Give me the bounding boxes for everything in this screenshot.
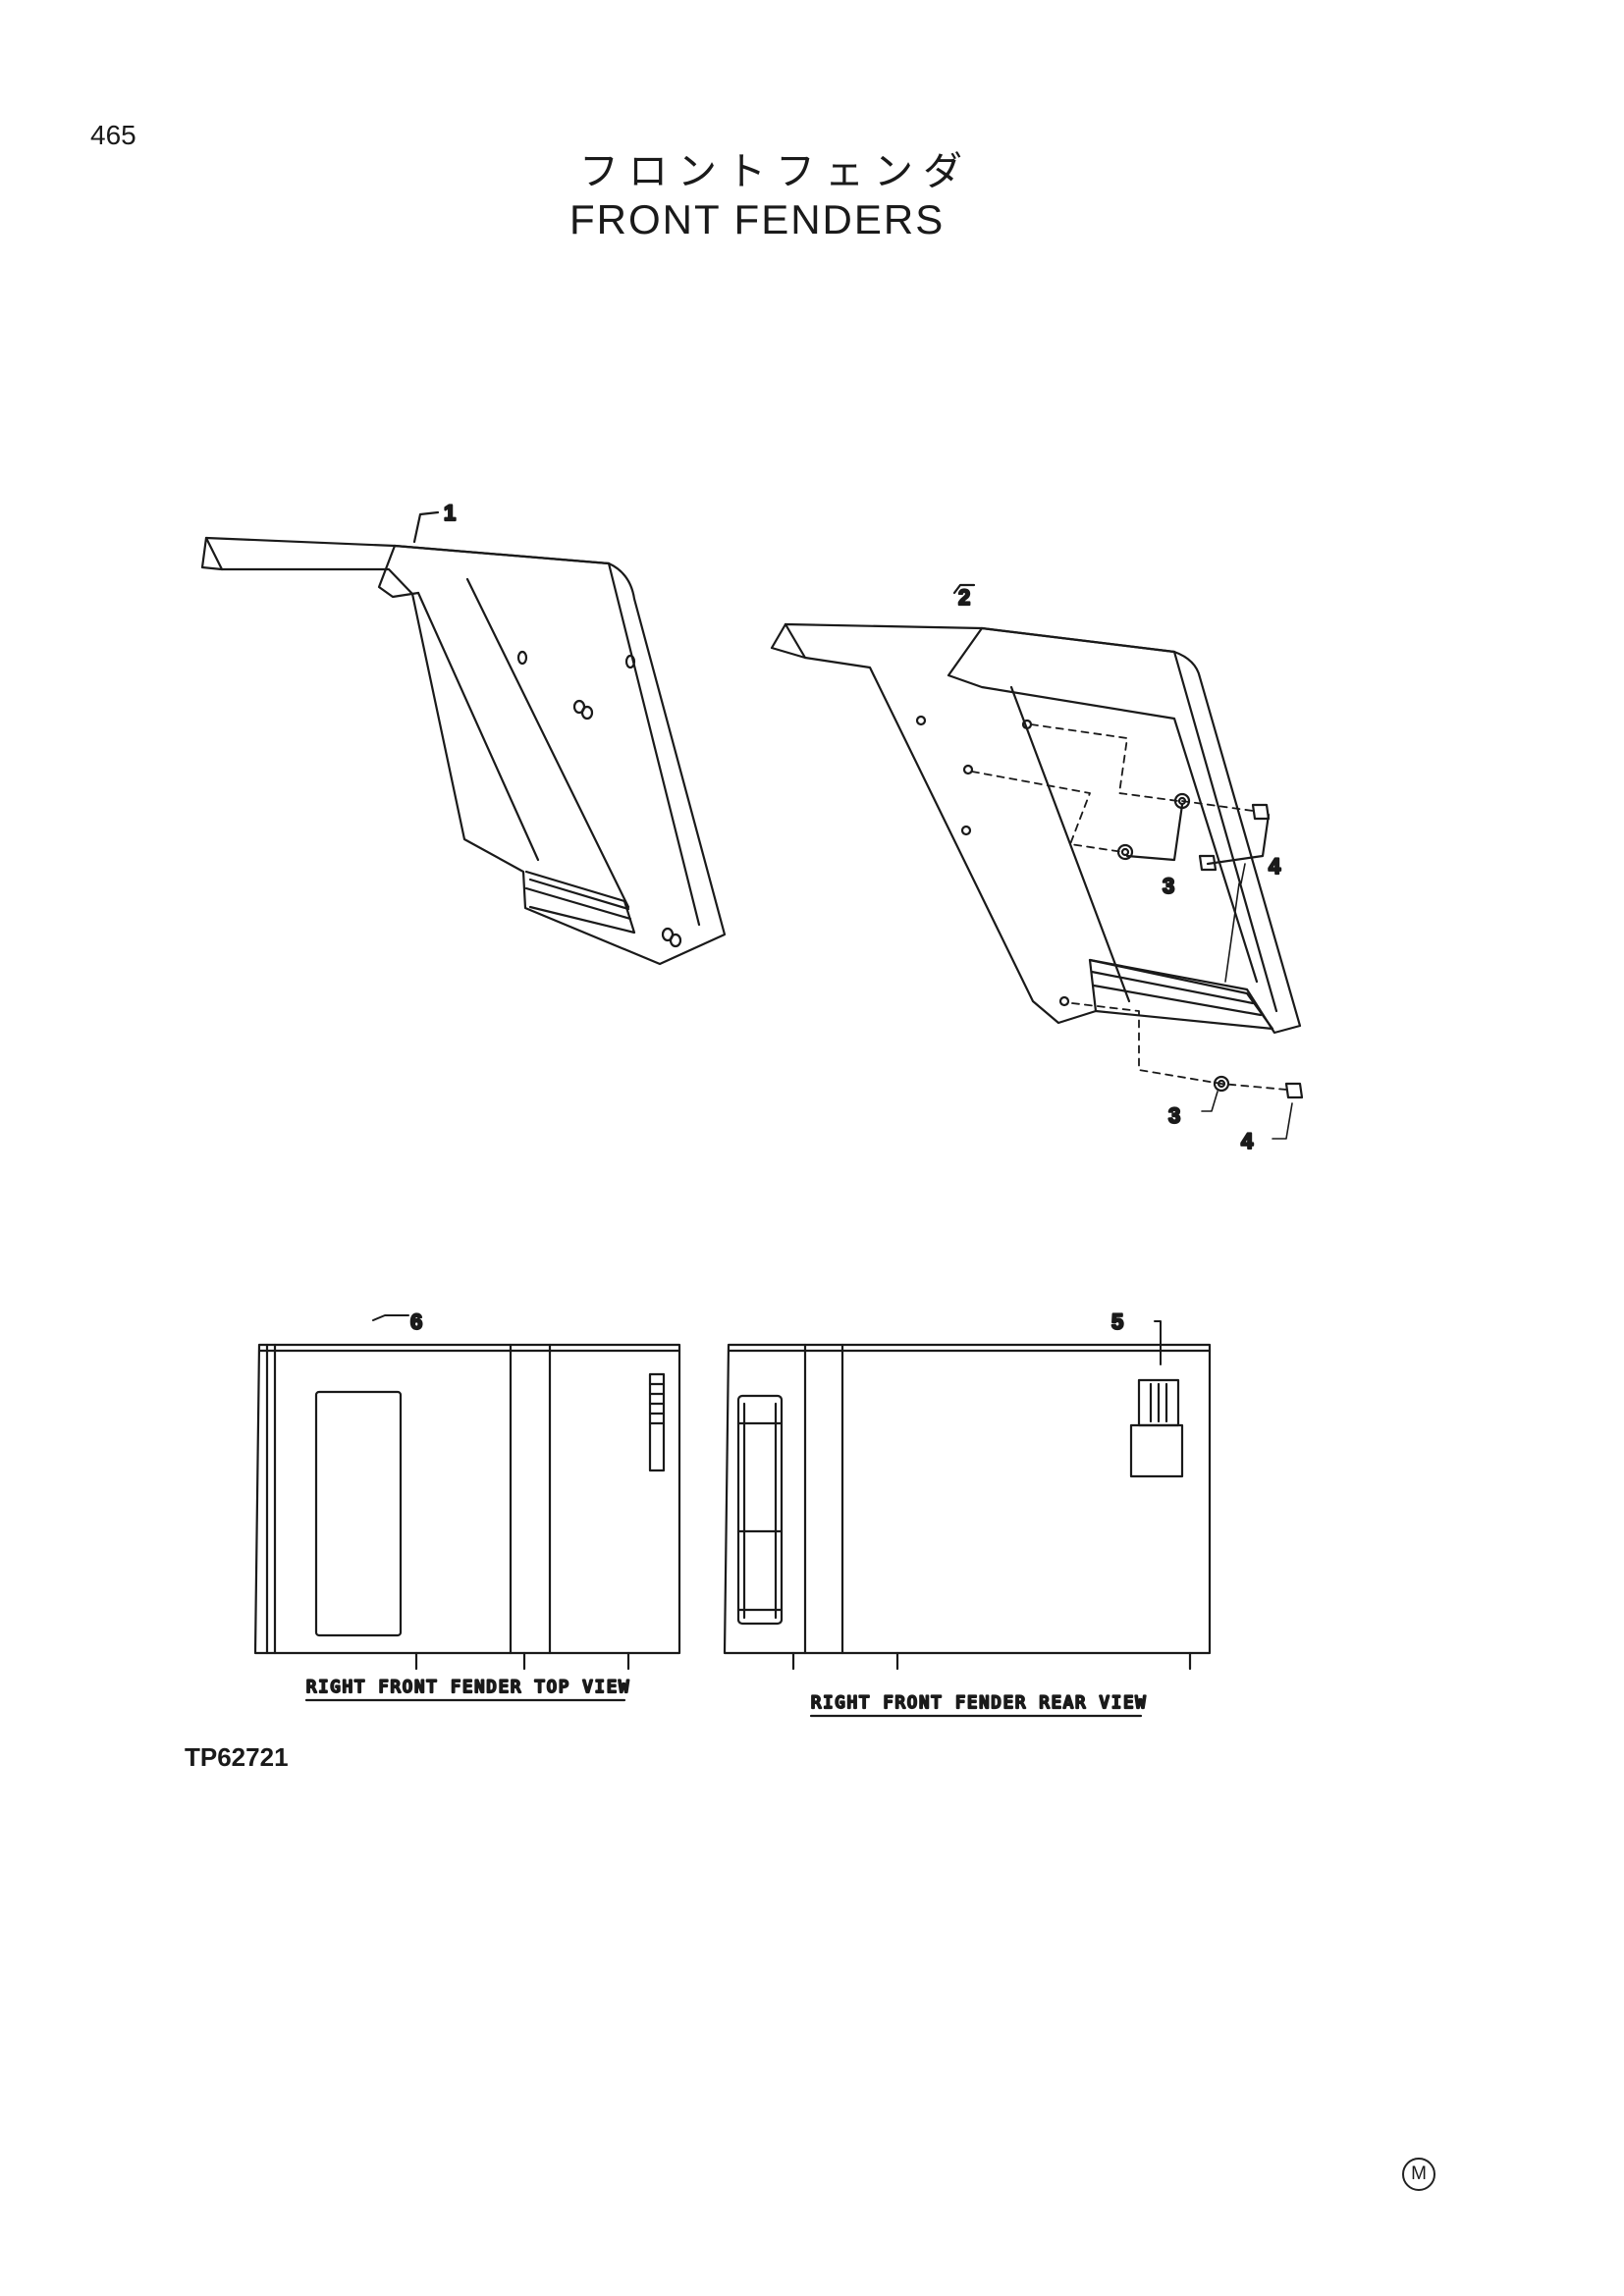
top-view-caption: RIGHT FRONT FENDER TOP VIEW [306,1678,630,1697]
callout-2: 2 [958,585,970,610]
callout-4: 4 [1269,854,1281,879]
callout-6: 6 [410,1309,422,1334]
page-number: 465 [90,120,136,150]
manufacturer-mark: M [1402,2158,1435,2191]
figure-id: TP62721 [185,1742,289,1772]
callout-5: 5 [1111,1309,1123,1334]
callout-3-lower: 3 [1168,1103,1180,1128]
page-title: FRONT FENDERS [569,196,946,242]
fender-1-drawing [200,510,727,966]
page-title-japanese: フロントフェンダ [579,149,972,194]
callout-4-lower: 4 [1241,1129,1254,1153]
callout-3: 3 [1163,874,1174,898]
rear-view-caption: RIGHT FRONT FENDER REAR VIEW [811,1693,1148,1713]
rear-view-drawing [723,1343,1212,1671]
callout-1: 1 [444,501,456,525]
fender-2-drawing [770,583,1304,1099]
top-view-drawing [253,1343,681,1671]
